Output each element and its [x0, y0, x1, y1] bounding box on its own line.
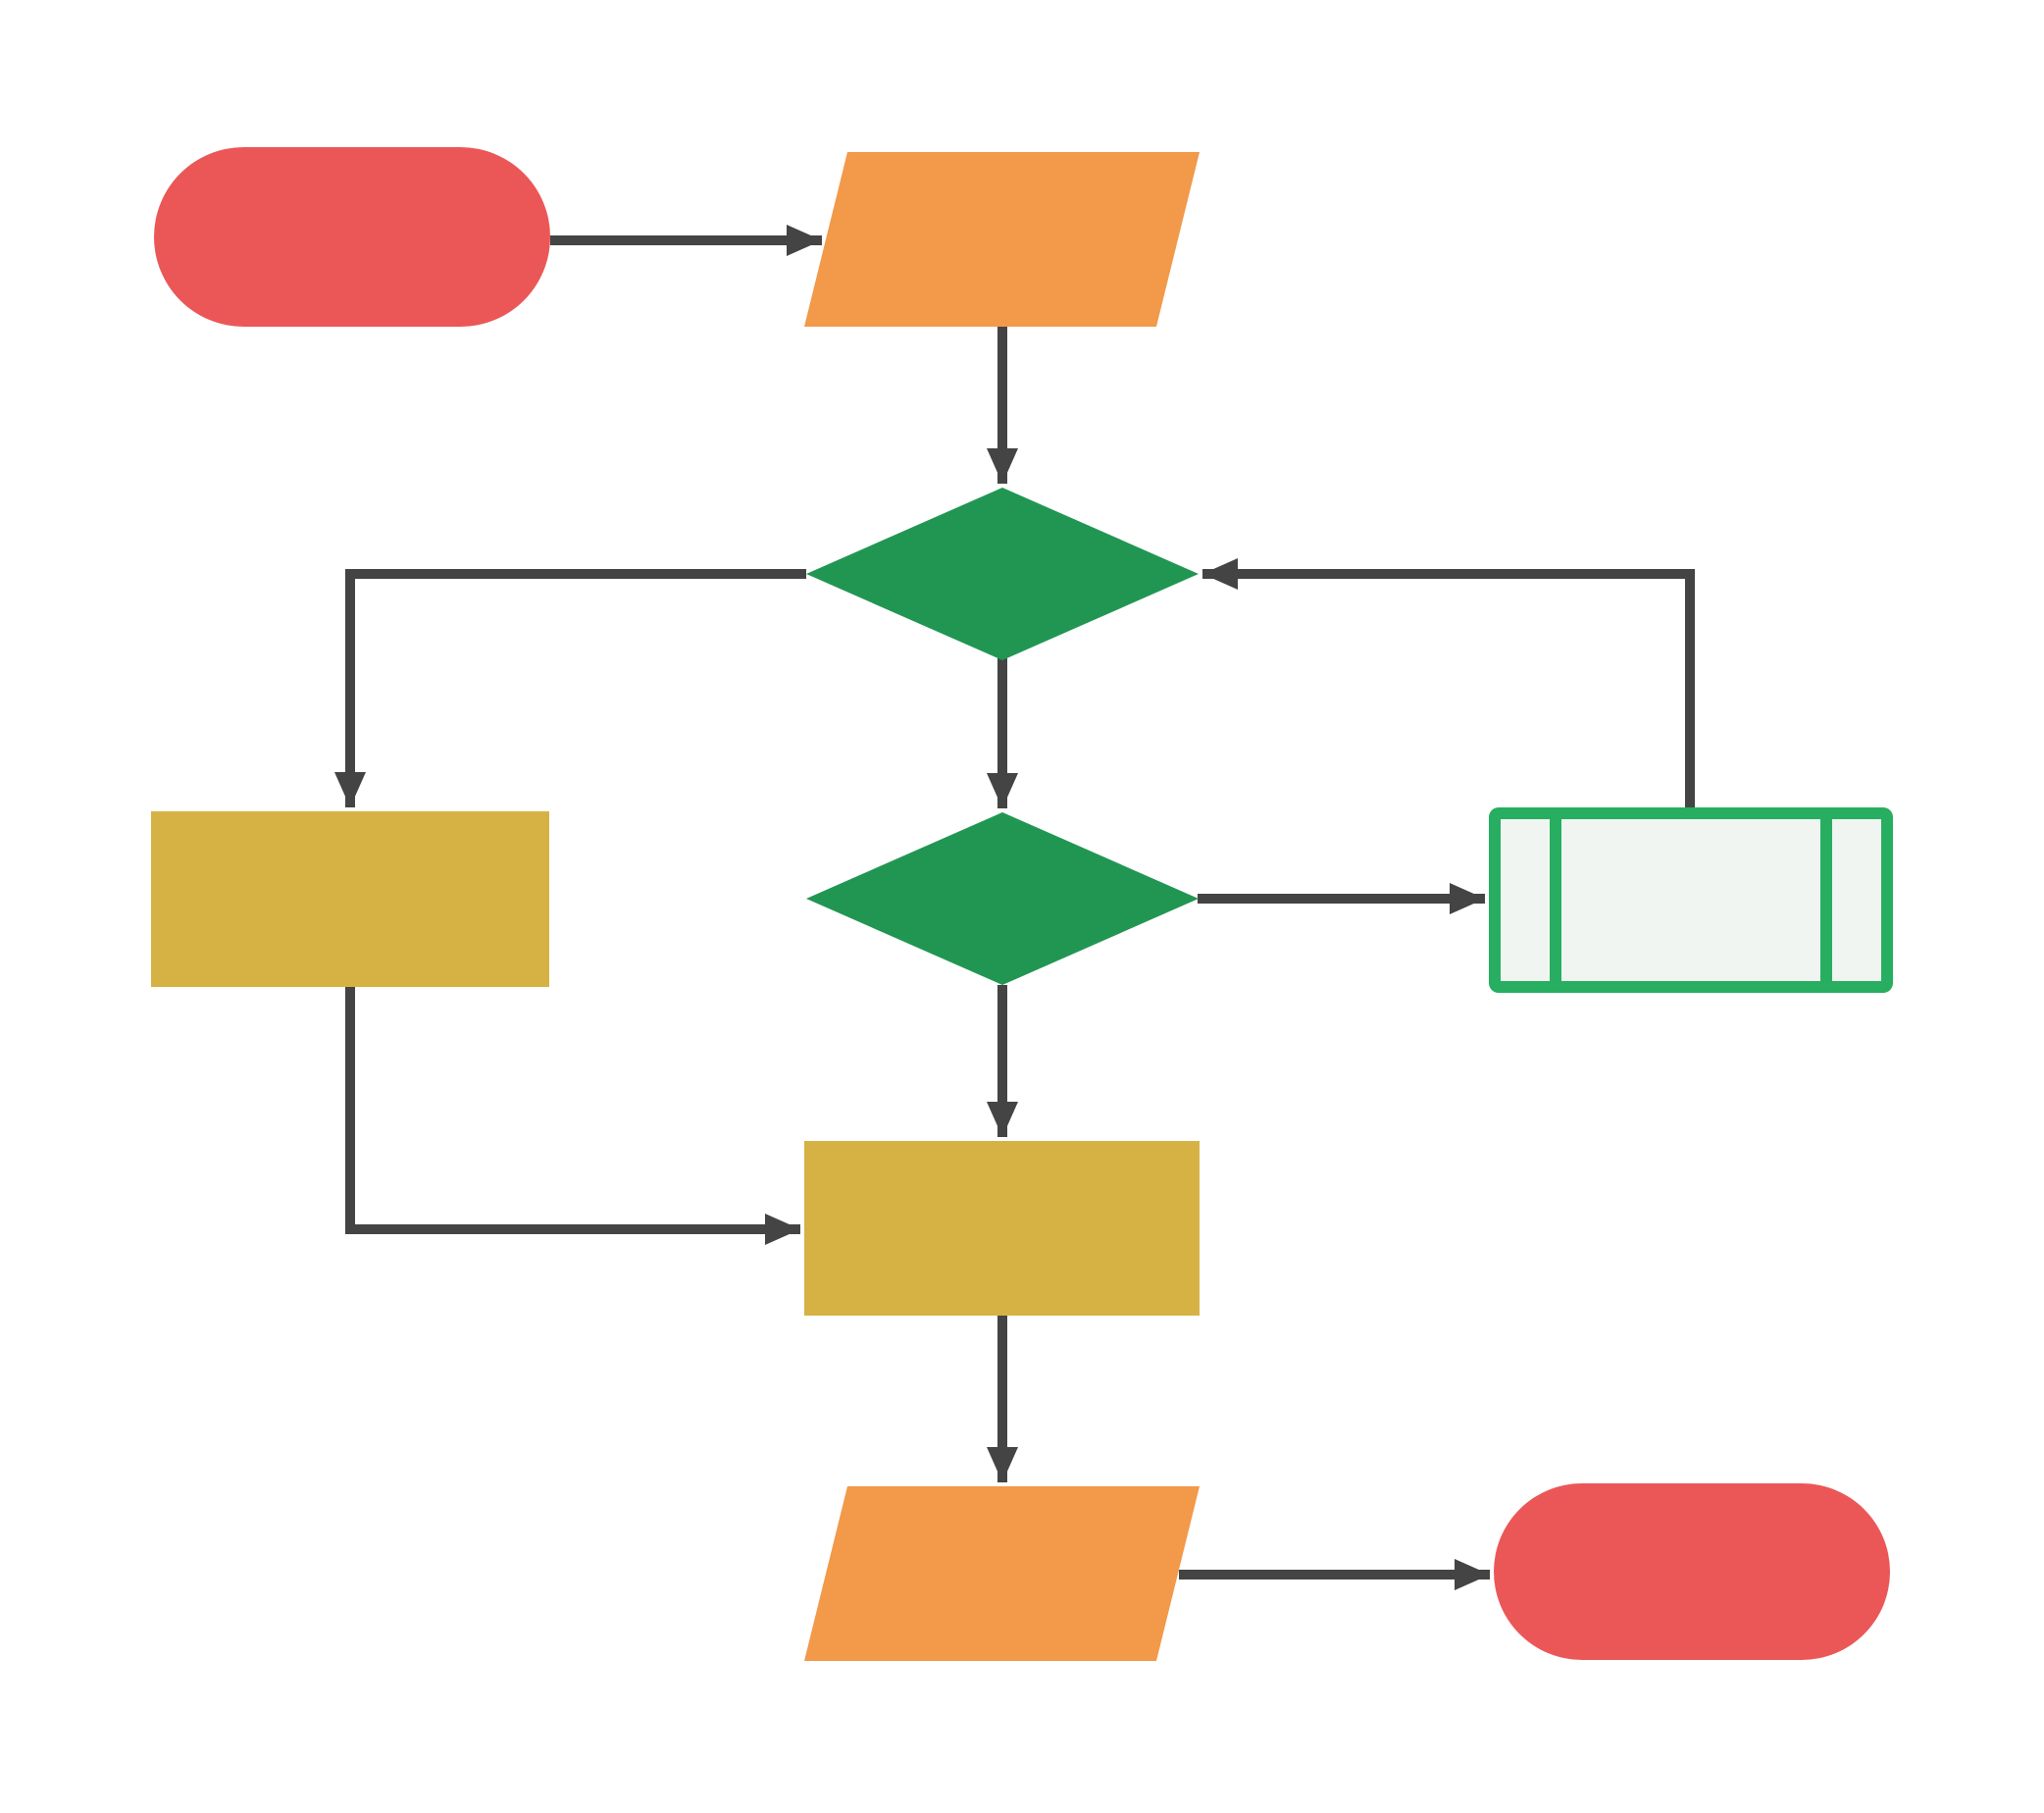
start-terminator — [154, 147, 550, 327]
process-center — [804, 1141, 1200, 1316]
decision-diamond-1 — [806, 488, 1199, 660]
connector-predefined-to-decision1 — [1202, 558, 1695, 807]
connector-decision1-to-processleft — [334, 569, 806, 807]
process-left — [151, 811, 549, 987]
predefined-left-bar — [1550, 819, 1561, 981]
decision-diamond-2 — [806, 812, 1199, 985]
connector-processleft-to-center — [345, 987, 800, 1245]
output-parallelogram-bottom — [804, 1486, 1200, 1661]
predefined-process — [1489, 807, 1893, 993]
input-parallelogram-top — [804, 152, 1200, 327]
end-terminator — [1494, 1483, 1890, 1660]
predefined-right-bar — [1820, 819, 1832, 981]
